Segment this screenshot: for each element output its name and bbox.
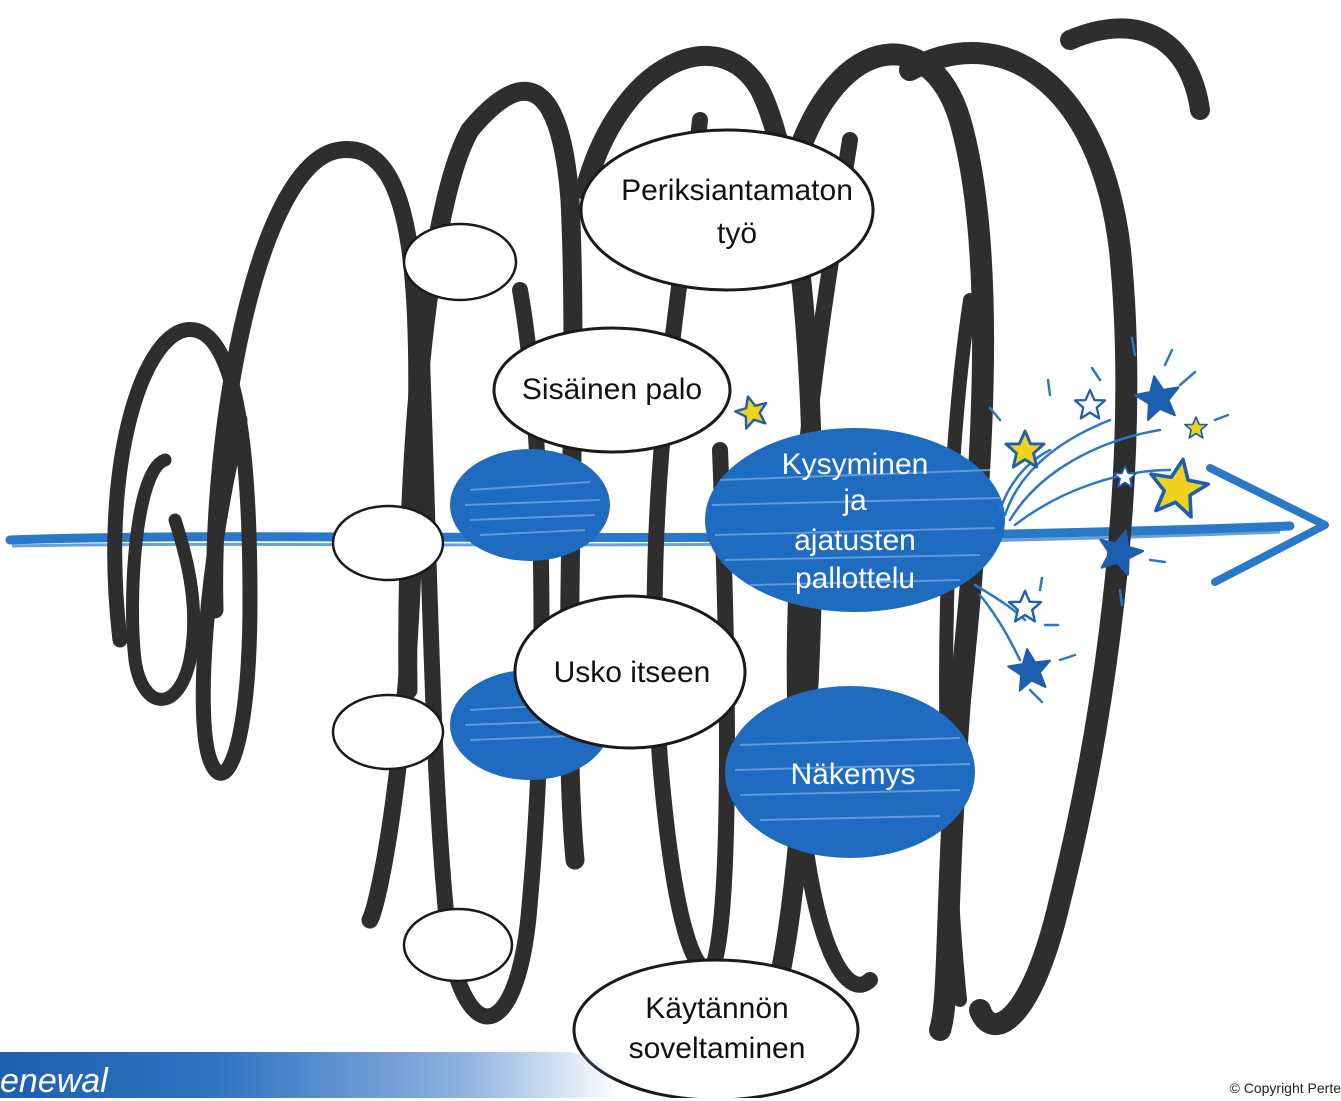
- small-bubble-3: [331, 693, 445, 771]
- label-usko-itseen: Usko itseen: [554, 656, 711, 689]
- label-kysyminen-line4: pallottelu: [795, 562, 915, 595]
- blob-center: [705, 428, 1005, 612]
- blob-nakemys: [725, 686, 975, 858]
- bubble-usko-itseen: Usko itseen: [513, 594, 747, 750]
- label-nakemys: Näkemys: [790, 758, 915, 791]
- bubble-kaytannon: Käytännön soveltaminen: [572, 958, 860, 1098]
- copyright-text: © Copyright Perte: [1229, 1080, 1341, 1096]
- label-kaytannon-line2: soveltaminen: [629, 1032, 806, 1065]
- star-blue-top: [1131, 371, 1185, 423]
- star-yellow-tiny: [1184, 416, 1208, 439]
- star-yellow-small: [731, 391, 773, 432]
- burst-lines: [973, 336, 1230, 704]
- small-bubble-1: [402, 222, 518, 302]
- star-yellow-big: [1143, 452, 1214, 521]
- label-periksiantamaton-line2: työ: [717, 217, 757, 250]
- footer-brand-text: enewal: [0, 1062, 108, 1100]
- bubble-periksiantamaton: Periksiantamaton työ: [579, 128, 875, 292]
- footer-band: [0, 1052, 620, 1098]
- star-blue-low: [1005, 645, 1055, 693]
- small-bubble-4: [402, 907, 514, 983]
- kysyminen-labels: Kysyminen ja ajatusten pallottelu: [782, 448, 929, 595]
- label-kysyminen-line2: ja: [842, 484, 867, 517]
- label-sisainen-palo: Sisäinen palo: [522, 373, 702, 406]
- label-periksiantamaton-line1: Periksiantamaton: [621, 174, 853, 207]
- blob-left-upper: [450, 449, 610, 561]
- label-kysyminen-line3: ajatusten: [794, 524, 916, 557]
- label-kysyminen-line1: Kysyminen: [782, 448, 929, 481]
- label-kaytannon-line1: Käytännön: [645, 992, 788, 1025]
- bubble-sisainen-palo: Sisäinen palo: [492, 326, 732, 454]
- star-yellow-mid: [1004, 429, 1046, 469]
- star-outline-low: [1007, 589, 1043, 623]
- small-bubbles: [331, 222, 518, 983]
- spiral-coil: [107, 18, 1210, 1050]
- star-outline-top: [1073, 388, 1107, 420]
- small-bubble-2: [331, 504, 445, 582]
